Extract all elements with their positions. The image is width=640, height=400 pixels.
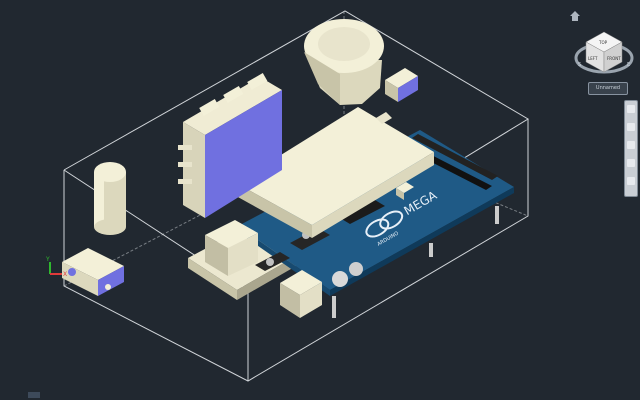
ucs-y-label: Y: [45, 256, 50, 263]
compass-south[interactable]: S: [578, 62, 581, 68]
viewcube-top-face[interactable]: TOP: [598, 40, 608, 45]
orbit-button[interactable]: [627, 159, 635, 167]
header-pins: [376, 112, 414, 200]
pan-button[interactable]: [627, 123, 635, 131]
zoom-button[interactable]: [627, 141, 635, 149]
compass-east[interactable]: E: [627, 62, 630, 68]
capacitor-cylinder: [94, 162, 126, 235]
usb-connector: [205, 220, 258, 276]
shield-cover: [236, 107, 434, 238]
speaker-cylinder: [304, 19, 384, 105]
showmotion-button[interactable]: [627, 177, 635, 185]
wcs-label: Unnamed: [595, 85, 621, 91]
power-jack: [280, 270, 322, 318]
viewcube-front-face[interactable]: FRONT: [607, 56, 621, 61]
home-view-button[interactable]: [568, 8, 582, 22]
home-icon: [570, 11, 580, 21]
full-navigation-wheel-button[interactable]: [627, 105, 635, 113]
socket-module: [178, 73, 282, 218]
small-block: [385, 68, 418, 102]
layout-tab-marker[interactable]: [28, 392, 40, 398]
db9-connector: [62, 248, 124, 296]
navigation-bar: [624, 100, 638, 197]
viewcube-icon: TOP LEFT FRONT S E: [574, 31, 634, 74]
ucs-icon: Y X: [45, 256, 67, 278]
ucs-x-label: X: [63, 271, 67, 278]
wcs-menu[interactable]: Unnamed: [588, 82, 628, 95]
viewcube[interactable]: TOP LEFT FRONT S E: [572, 22, 636, 84]
viewcube-left-face[interactable]: LEFT: [588, 56, 598, 61]
